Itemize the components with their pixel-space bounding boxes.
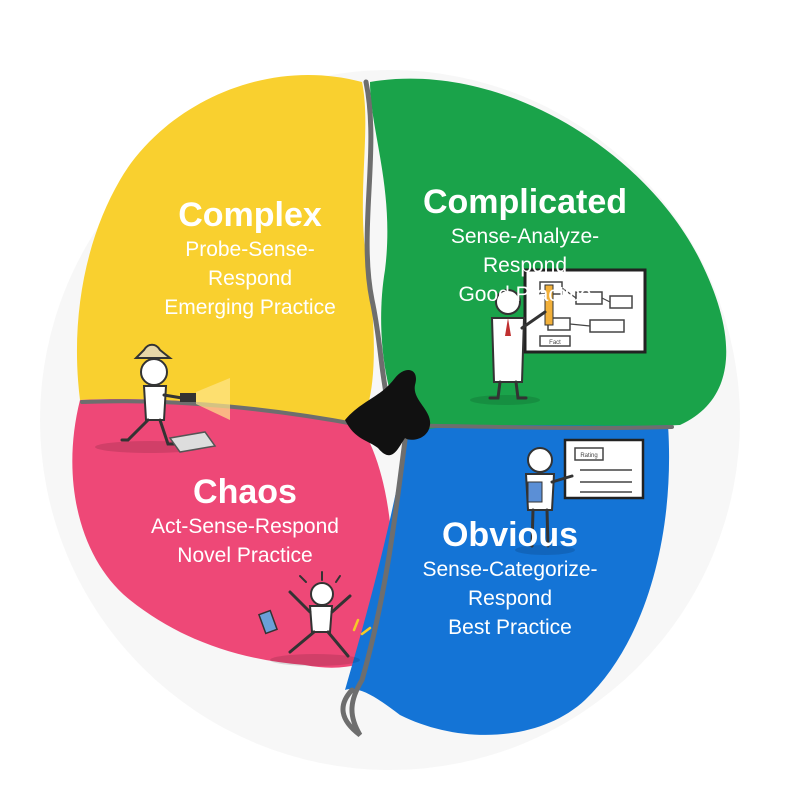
quadrant-approach: Respond: [482, 254, 568, 277]
quadrant-approach: Respond: [467, 587, 553, 610]
quadrant-title: Obvious: [441, 516, 579, 554]
quadrant-title: Complicated: [422, 183, 628, 221]
quadrant-title: Chaos: [193, 473, 297, 511]
quadrant-complex-text: Complex Probe-Sense- Respond Emerging Pr…: [130, 195, 370, 322]
quadrant-complicated-text: Complicated Sense-Analyze- Respond Good …: [405, 182, 645, 309]
quadrant-title: Complex: [178, 196, 322, 234]
quadrant-approach: Act-Sense-Respond: [151, 515, 339, 538]
quadrant-approach: Sense-Analyze-: [450, 225, 600, 248]
expert-at-flowchart-board-icon: Fact: [470, 268, 647, 405]
disorder-shape-icon: [345, 369, 431, 456]
presenter-at-checklist-board-icon: Rating: [515, 438, 645, 555]
quadrant-approach: Probe-Sense-: [185, 238, 315, 261]
quadrant-practice: Emerging Practice: [164, 296, 336, 319]
complicated-board-label: Fact: [549, 340, 561, 346]
quadrant-complex-shape: [76, 74, 374, 425]
panicked-person-icon: [257, 571, 372, 666]
quadrant-practice: Good Practice: [458, 283, 592, 306]
quadrant-approach: Respond: [207, 267, 293, 290]
explorer-with-flashlight-icon: [95, 343, 230, 453]
quadrant-approach: Sense-Categorize-: [422, 558, 598, 581]
divider-vertical: [340, 79, 408, 737]
quadrant-obvious-text: Obvious Sense-Categorize- Respond Best P…: [395, 515, 625, 642]
quadrant-practice: Novel Practice: [177, 544, 313, 567]
quadrant-practice: Best Practice: [448, 616, 572, 639]
quadrant-obvious-shape: [345, 425, 670, 735]
obvious-board-label: Rating: [580, 453, 597, 459]
quadrant-chaos-text: Chaos Act-Sense-Respond Novel Practice: [120, 472, 370, 570]
